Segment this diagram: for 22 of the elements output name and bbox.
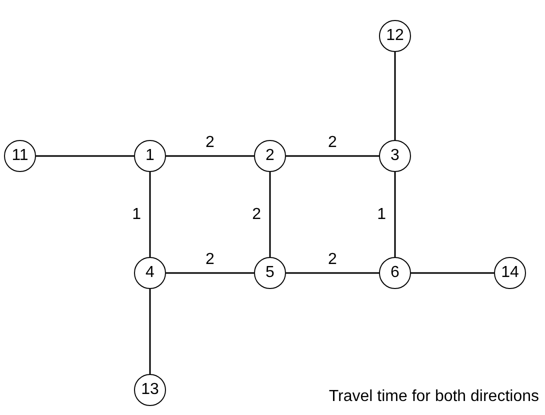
node-circle: 11 [4, 140, 36, 172]
node-circle: 2 [254, 140, 286, 172]
node-circle: 6 [379, 257, 411, 289]
connector-line [394, 172, 396, 257]
connector-line [166, 272, 254, 274]
node-circle: 5 [254, 257, 286, 289]
node-circle: 13 [134, 374, 166, 406]
connector-line [286, 272, 379, 274]
node-circle: 14 [494, 257, 526, 289]
connector-line [149, 172, 151, 257]
connector-line [149, 289, 151, 374]
node-circle: 3 [379, 140, 411, 172]
note-text: Travel time for both directions [328, 388, 539, 406]
connector-line [166, 155, 254, 157]
node-circle: 4 [134, 257, 166, 289]
node-circle: 12 [379, 20, 411, 52]
connector-line [286, 155, 379, 157]
node-circle: 1 [134, 140, 166, 172]
connector-line [36, 155, 134, 157]
connector-line [411, 272, 494, 274]
connector-line [394, 52, 396, 140]
connector-line [269, 172, 271, 257]
